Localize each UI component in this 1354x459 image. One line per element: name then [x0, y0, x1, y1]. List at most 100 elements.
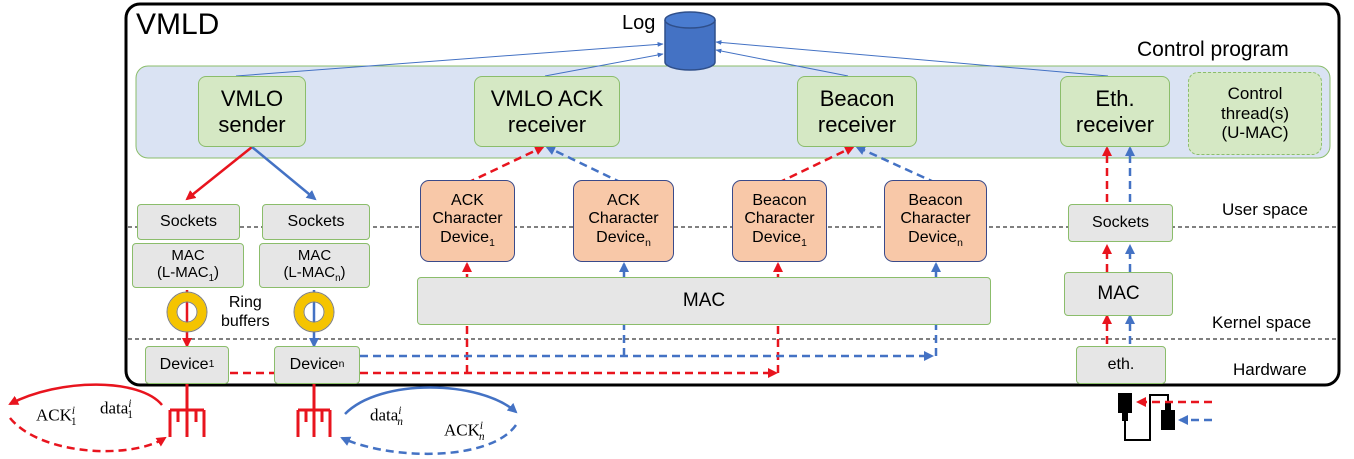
ack-char-device-n-l2: Character — [588, 210, 659, 228]
log-label: Log — [622, 12, 656, 34]
control-thread-box: Control thread(s) (U-MAC) — [1188, 72, 1322, 155]
control-thread-line2: thread(s) — [1220, 103, 1290, 123]
ring-buffer-1 — [166, 291, 208, 333]
control-thread-line1: Control — [1227, 84, 1283, 104]
beacon-char-device-1-sub: 1 — [801, 238, 807, 249]
beaconn-to-receiver-arrow — [855, 145, 937, 185]
eth-receiver-line2: receiver — [1075, 111, 1155, 137]
ack-char-device-1-l1: ACK — [451, 192, 484, 210]
eth-receiver-line1: Eth. — [1095, 86, 1135, 112]
beacon-char-device-n: Beacon Character Devicen — [884, 180, 987, 262]
data1-arc — [8, 383, 163, 406]
kernel-space-label: Kernel space — [1212, 313, 1312, 332]
l-mac-n-suffix: ) — [340, 264, 346, 282]
vmld-frame — [124, 2, 1341, 387]
datan-sub: n — [397, 416, 403, 429]
ack-char-device-n-l1: ACK — [607, 192, 640, 210]
beacon-char-device-n-l3-text: Device — [908, 228, 958, 246]
device-1-text: Device — [159, 355, 209, 373]
vmlo-sender-box: VMLO sender — [198, 76, 306, 147]
l-mac-n-box: MAC (L-MACn) — [259, 243, 370, 288]
beacon1-to-receiver-arrow — [777, 145, 855, 185]
ack1-base: ACK — [36, 405, 72, 425]
data1-label: datai1 — [100, 398, 133, 421]
l-mac-1-line2: (L-MAC1) — [157, 264, 219, 284]
sender-to-sockets1-arrow — [185, 146, 253, 201]
ack-char-device-1-l3-text: Device — [440, 228, 490, 246]
l-mac-1-sub: 1 — [208, 273, 215, 285]
datan-arc — [344, 386, 518, 415]
ackn-label: ACKin — [444, 420, 485, 443]
vmlo-sender-line2: sender — [218, 111, 286, 137]
ring-buffers-line1: Ring — [228, 294, 262, 311]
beacon-char-device-1: Beacon Character Device1 — [732, 180, 827, 262]
eth-mac-box: MAC — [1064, 272, 1173, 316]
hardware-label: Hardware — [1233, 360, 1307, 379]
data1-sup: i — [128, 398, 132, 410]
mac-box: MAC — [417, 277, 991, 325]
sender-to-socketsn-arrow — [251, 146, 317, 201]
beacon-char-device-n-l1: Beacon — [908, 192, 963, 210]
beacon-char-device-n-l3: Devicen — [908, 229, 963, 250]
l-mac-n-sub: n — [335, 273, 341, 285]
ackn-sub: n — [478, 431, 485, 444]
ack-char-device-1: ACK Character Device1 — [420, 180, 515, 262]
ring-buffers-label: Ring buffers — [221, 293, 270, 331]
user-space-label: User space — [1222, 200, 1308, 219]
ethernet-plug-icon — [1118, 393, 1175, 441]
antenna-1-icon — [168, 384, 206, 437]
diagram-title: VMLD — [136, 8, 220, 41]
ack1-sup: i — [71, 405, 75, 417]
ring-buffer-n — [293, 291, 335, 333]
eth-device-box: eth. — [1076, 346, 1166, 384]
control-program-band — [135, 65, 1331, 159]
ack1-label: ACKi1 — [36, 405, 77, 428]
control-program-label: Control program — [1137, 38, 1289, 61]
ackn-sup: i — [479, 420, 483, 432]
ack1-to-receiver-arrow — [466, 145, 545, 185]
ack-char-device-n-sub: n — [645, 238, 651, 249]
sockets-n-box: Sockets — [262, 204, 370, 240]
sockets-eth-box: Sockets — [1068, 204, 1173, 242]
ack-char-device-n: ACK Character Devicen — [573, 180, 674, 262]
antenna-n-icon — [296, 384, 332, 437]
ack-char-device-n-l3-text: Device — [596, 228, 646, 246]
vmlo-ack-receiver-line2: receiver — [507, 111, 587, 137]
l-mac-n-line2: (L-MACn) — [283, 264, 345, 284]
ack-char-device-1-sub: 1 — [489, 238, 495, 249]
vmlo-sender-line1: VMLO — [220, 86, 284, 112]
ackn-base: ACK — [444, 420, 480, 440]
l-mac-1-suffix: ) — [214, 264, 220, 282]
beacon-char-device-1-l3-text: Device — [752, 228, 802, 246]
data1-base: data — [100, 398, 129, 418]
data1-sub: 1 — [127, 409, 133, 422]
l-mac-1-line1: MAC — [171, 246, 205, 264]
log-links — [235, 40, 1109, 77]
vmlo-ack-receiver-line1: VMLO ACK — [490, 86, 604, 112]
ackn-arc — [340, 424, 518, 456]
beacon-receiver-line1: Beacon — [819, 86, 895, 112]
device-n-text: Device — [289, 355, 339, 373]
beacon-char-device-n-sub: n — [957, 238, 963, 249]
ackn-to-receiver-arrow — [545, 145, 623, 185]
beacon-receiver-line2: receiver — [817, 111, 897, 137]
l-mac-1-box: MAC (L-MAC1) — [132, 243, 244, 288]
device-n-sub: n — [338, 359, 345, 371]
eth-path-arrows — [1102, 146, 1135, 344]
control-thread-line3: (U-MAC) — [1221, 123, 1289, 143]
ring-buffers-line2: buffers — [221, 313, 270, 331]
sockets-1-box: Sockets — [137, 204, 240, 240]
datan-sup: i — [398, 405, 402, 417]
l-mac-n-line1: MAC — [297, 246, 332, 264]
beacon-char-device-1-l1: Beacon — [752, 192, 807, 210]
eth-receiver-box: Eth. receiver — [1060, 76, 1170, 147]
datan-base: data — [370, 405, 399, 425]
ack1-sub: 1 — [70, 416, 77, 429]
ack-char-device-n-l3: Devicen — [596, 229, 651, 250]
datan-label: datain — [370, 405, 403, 428]
log-database-icon — [664, 11, 716, 71]
device-1-sub: 1 — [208, 359, 215, 371]
l-mac-n-prefix: (L-MAC — [283, 264, 336, 282]
ack-char-device-1-l2: Character — [432, 210, 503, 228]
